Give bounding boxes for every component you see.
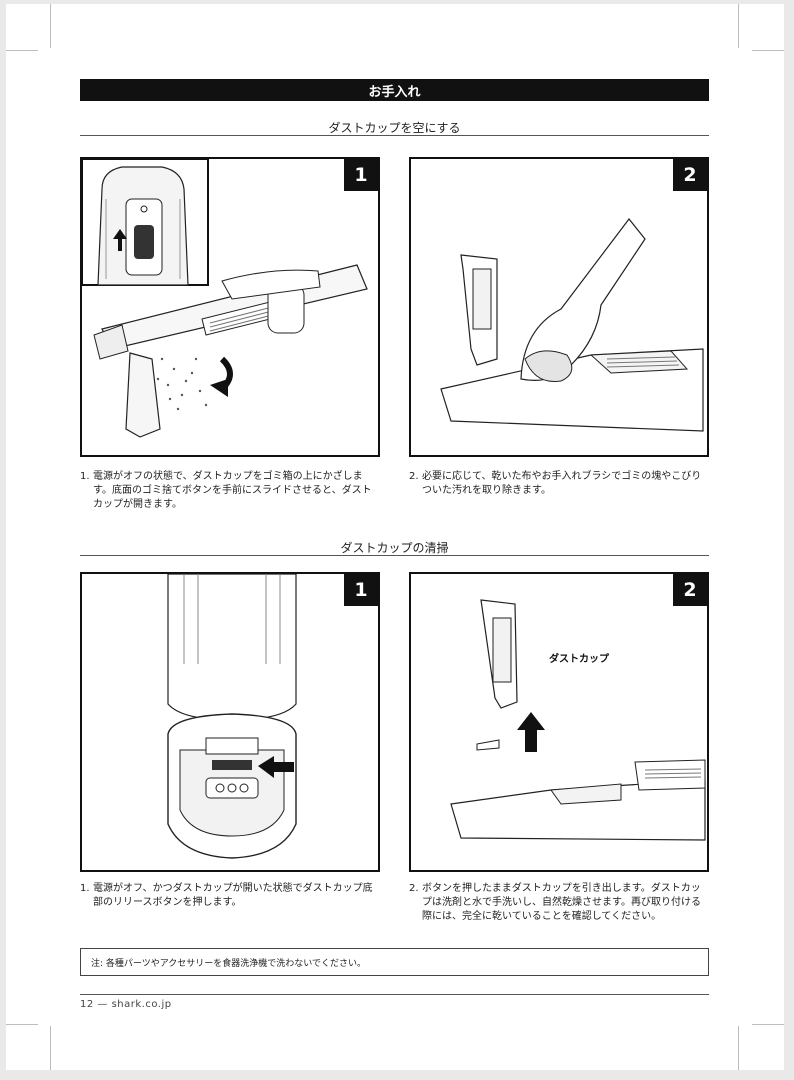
section-divider — [80, 135, 709, 136]
page-title: お手入れ — [80, 79, 709, 101]
footer-divider — [80, 994, 709, 995]
dustcup-cleaning-illustration — [440, 218, 704, 432]
release-button-illustration — [167, 574, 297, 859]
illustration-panel-s1-step1: 1 — [80, 157, 380, 457]
step-number-badge: 1 — [344, 159, 378, 191]
step-caption: 2. ボタンを押したままダストカップを引き出します。ダストカップは洗剤と水で手洗… — [409, 882, 709, 924]
illustration-panel-s2-step1: 1 — [80, 572, 380, 872]
step-number-badge: 2 — [673, 159, 707, 191]
step-text: ボタンを押したままダストカップを引き出します。ダストカップは洗剤と水で手洗いし、… — [422, 883, 701, 922]
crop-mark — [50, 4, 51, 48]
dustcup-label: ダストカップ — [549, 654, 609, 665]
crop-mark — [738, 4, 739, 48]
crop-mark — [752, 1024, 784, 1025]
step-number: 2. — [409, 471, 419, 482]
step-number: 2. — [409, 883, 419, 894]
note-box: 注: 各種パーツやアクセサリーを食器洗浄機で洗わないでください。 — [80, 948, 709, 976]
step-caption: 2. 必要に応じて、乾いた布やお手入れブラシでゴミの塊やこびりついた汚れを取り除… — [409, 470, 709, 498]
note-text: 注: 各種パーツやアクセサリーを食器洗浄機で洗わないでください。 — [91, 958, 366, 969]
crop-mark — [6, 1024, 38, 1025]
illustration-panel-s2-step2: ダストカップ 2 — [409, 572, 709, 872]
step-caption: 1. 電源がオフの状態で、ダストカップをゴミ箱の上にかざします。底面のゴミ捨てボ… — [80, 470, 380, 512]
step-number: 1. — [80, 471, 90, 482]
illustration-panel-s1-step2: 2 — [409, 157, 709, 457]
step-number-badge: 1 — [344, 574, 378, 606]
crop-mark — [738, 1026, 739, 1070]
section-divider — [80, 555, 709, 556]
dustcup-open-illustration — [82, 159, 368, 438]
remove-dustcup-illustration — [450, 599, 706, 841]
step-caption: 1. 電源がオフ、かつダストカップが開いた状態でダストカップ底部のリリースボタン… — [80, 882, 380, 910]
step-number-badge: 2 — [673, 574, 707, 606]
step-text: 電源がオフ、かつダストカップが開いた状態でダストカップ底部のリリースボタンを押し… — [93, 883, 373, 908]
section-title-empty-dustcup: ダストカップを空にする — [328, 121, 461, 135]
crop-mark — [50, 1026, 51, 1070]
step-text: 必要に応じて、乾いた布やお手入れブラシでゴミの塊やこびりついた汚れを取り除きます… — [422, 471, 702, 496]
crop-mark — [6, 50, 38, 51]
section-title-clean-dustcup: ダストカップの清掃 — [340, 541, 449, 555]
step-number: 1. — [80, 883, 90, 894]
crop-mark — [752, 50, 784, 51]
step-text: 電源がオフの状態で、ダストカップをゴミ箱の上にかざします。底面のゴミ捨てボタンを… — [93, 471, 372, 510]
page-footer: 12 — shark.co.jp — [80, 999, 172, 1010]
